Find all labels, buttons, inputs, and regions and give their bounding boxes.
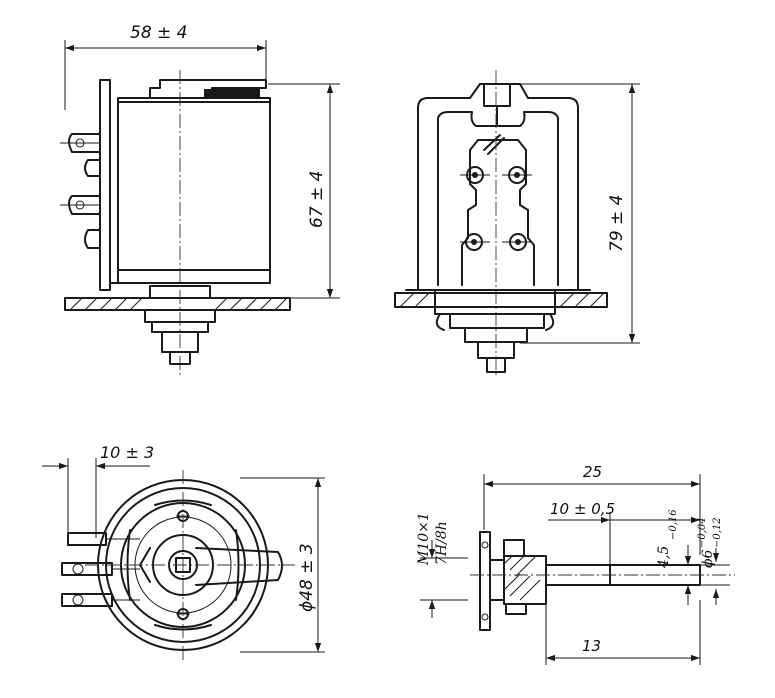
shaft-lower-tolerance: −0,12 [712, 517, 723, 548]
total-length-label: 25 [583, 463, 602, 481]
width-dimension-label: 58 ± 4 [130, 23, 188, 43]
side-mounting-panel [394, 292, 608, 308]
mounting-panel [64, 297, 291, 311]
side-height-dimension-label: 79 ± 4 [607, 195, 627, 253]
terminal-lugs [60, 133, 101, 249]
pitch-dimension-label: 10 ± 3 [100, 443, 154, 462]
shaft-detail: 25 10 ± 0,5 13 M10×1 7H/8h 4,5 −0,16 ϕ6 … [416, 463, 735, 665]
bottom-view: 10 ± 3 ϕ48 ± 3 [42, 443, 325, 660]
shaft-upper-tolerance: −0,04 [697, 517, 708, 548]
detail-panel-plate [479, 531, 491, 631]
diameter-dimension-label: ϕ48 ± 3 [297, 543, 317, 612]
bushing-length-label: 13 [582, 637, 601, 655]
flat-label: 4,5 [656, 546, 672, 569]
bottom-terminals [61, 532, 140, 607]
shaft-diameter-label: ϕ6 [700, 549, 716, 568]
fit-label: 7H/8h [434, 521, 450, 565]
knob-pointer [195, 547, 283, 586]
side-view: 79 ± 4 [394, 70, 640, 378]
shaft-length-label: 10 ± 0,5 [550, 500, 615, 518]
thread-label: M10×1 [416, 512, 432, 566]
flat-tolerance-label: −0,16 [668, 509, 679, 540]
height-dimension-label: 67 ± 4 [307, 171, 327, 229]
front-view: 58 ± 4 67 ± 4 [60, 23, 340, 375]
